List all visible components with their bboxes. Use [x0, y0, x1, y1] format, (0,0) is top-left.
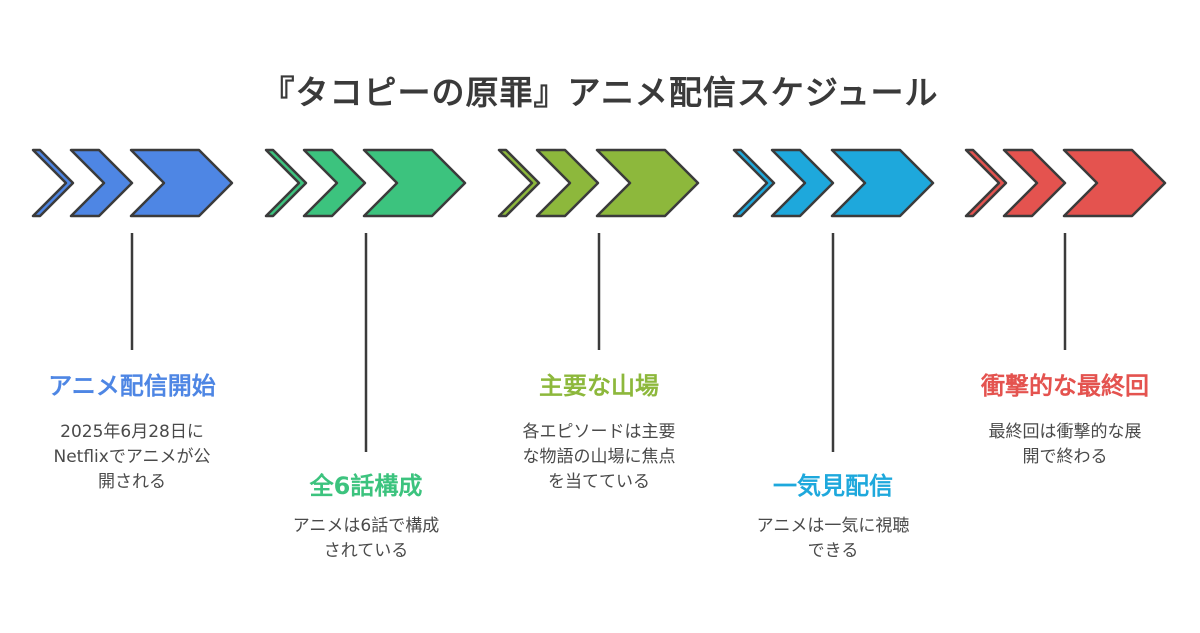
- stage-5-chevron-1: [964, 148, 1008, 218]
- stage-1-desc-line: 2025年6月28日に: [60, 422, 204, 442]
- stage-1-chevron-1: [31, 148, 75, 218]
- stage-3-chevron-2: [535, 148, 600, 218]
- stage-4-chevron-3: [830, 148, 935, 218]
- stage-1-description: 2025年6月28日に Netflixでアニメが公 開される: [32, 420, 232, 495]
- stage-2-title: 全6話構成: [309, 472, 423, 500]
- stage-1-desc-line: Netflixでアニメが公: [53, 447, 211, 467]
- stage-5-chevron-2: [1002, 148, 1067, 218]
- stage-5-desc-line: 開で終わる: [1022, 447, 1108, 467]
- stage-1-title: アニメ配信開始: [48, 372, 216, 400]
- stage-4-title: 一気見配信: [773, 472, 893, 500]
- stage-2-desc-line: されている: [323, 541, 409, 561]
- stage-3-description: 各エピソードは主要 な物語の山場に焦点 を当てている: [499, 420, 699, 495]
- stage-4-chevron-2: [770, 148, 835, 218]
- stage-3-desc-line: な物語の山場に焦点: [522, 447, 676, 467]
- stage-4-description: アニメは一気に視聴 できる: [733, 514, 933, 564]
- stage-2-chevron-1: [264, 148, 308, 218]
- stage-1-desc-line: 開される: [98, 472, 166, 492]
- stage-5-chevron-3: [1062, 148, 1167, 218]
- stage-3-chevron-3: [595, 148, 700, 218]
- stage-2-description: アニメは6話で構成 されている: [266, 514, 466, 564]
- stage-1-chevron-2: [69, 148, 134, 218]
- stage-4-desc-line: できる: [807, 541, 859, 561]
- stage-3-chevron-1: [497, 148, 541, 218]
- stage-2-desc-line: アニメは6話で構成: [292, 516, 440, 536]
- stage-5-title: 衝撃的な最終回: [981, 372, 1149, 400]
- stage-4-chevron-1: [732, 148, 776, 218]
- stage-5-desc-line: 最終回は衝撃的な展: [988, 422, 1142, 442]
- stage-3-desc-line: 各エピソードは主要: [522, 422, 676, 442]
- page-title: 『タコピーの原罪』アニメ配信スケジュール: [261, 73, 939, 112]
- stage-2-chevron-3: [362, 148, 467, 218]
- stage-3-title: 主要な山場: [539, 372, 659, 400]
- stage-3-desc-line: を当てている: [548, 472, 650, 492]
- stage-4-desc-line: アニメは一気に視聴: [756, 516, 910, 536]
- stage-1-chevron-3: [129, 148, 234, 218]
- stage-5-description: 最終回は衝撃的な展 開で終わる: [965, 420, 1165, 470]
- stage-2-chevron-2: [302, 148, 367, 218]
